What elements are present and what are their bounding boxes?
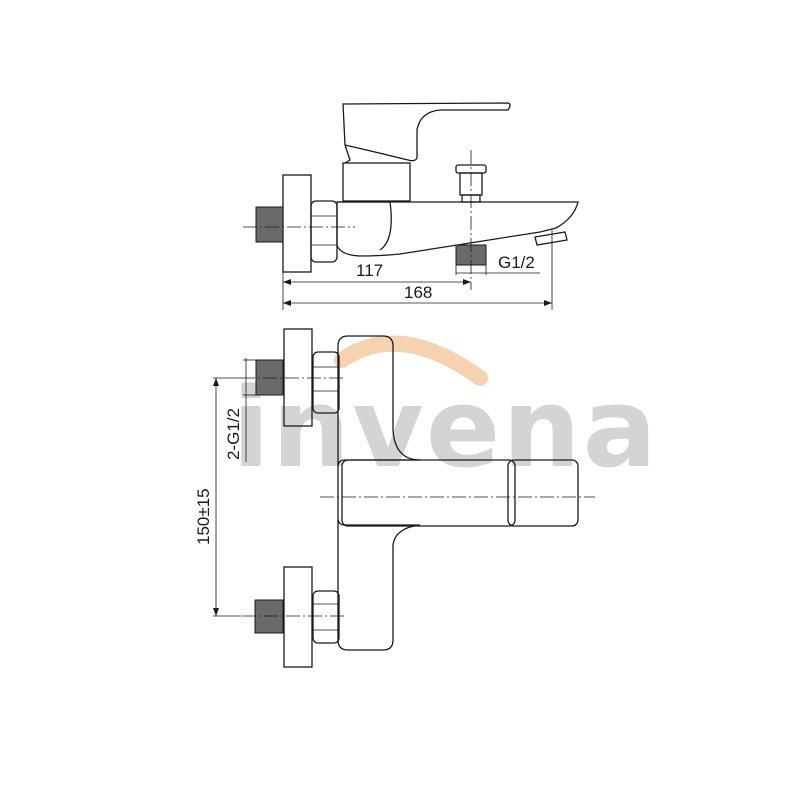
mixer-body (336, 201, 579, 257)
watermark-arc (334, 335, 488, 386)
bottom-hex-nut (312, 590, 340, 644)
inlet-threads-label: 2-G1/2 (224, 408, 243, 460)
spout-tip-front (507, 459, 579, 527)
lever-handle (342, 102, 511, 162)
watermark: invena (232, 335, 659, 492)
top-inlet-thread (255, 359, 284, 396)
outlet-thread-label: G1/2 (498, 253, 535, 272)
aerator (534, 231, 568, 246)
cartridge-housing (342, 162, 411, 202)
dim-117-label: 117 (356, 261, 383, 280)
side-view: G1/2 117 168 (243, 102, 579, 310)
spout-front (341, 459, 516, 527)
watermark-text: invena (232, 364, 659, 492)
lever-base (344, 144, 351, 164)
hex-nut (310, 200, 338, 263)
dim-150-label: 150±15 (194, 488, 213, 545)
wall-flange (282, 174, 312, 273)
bottom-wall-flange (283, 566, 313, 668)
dim-168-label: 168 (404, 283, 432, 302)
body-curve (337, 201, 392, 251)
top-hex-nut (312, 351, 340, 414)
inlet-thread (255, 206, 284, 243)
top-wall-flange (283, 328, 313, 427)
front-view: 2-G1/2 150±15 (194, 328, 595, 668)
bottom-inlet-thread (254, 599, 284, 634)
